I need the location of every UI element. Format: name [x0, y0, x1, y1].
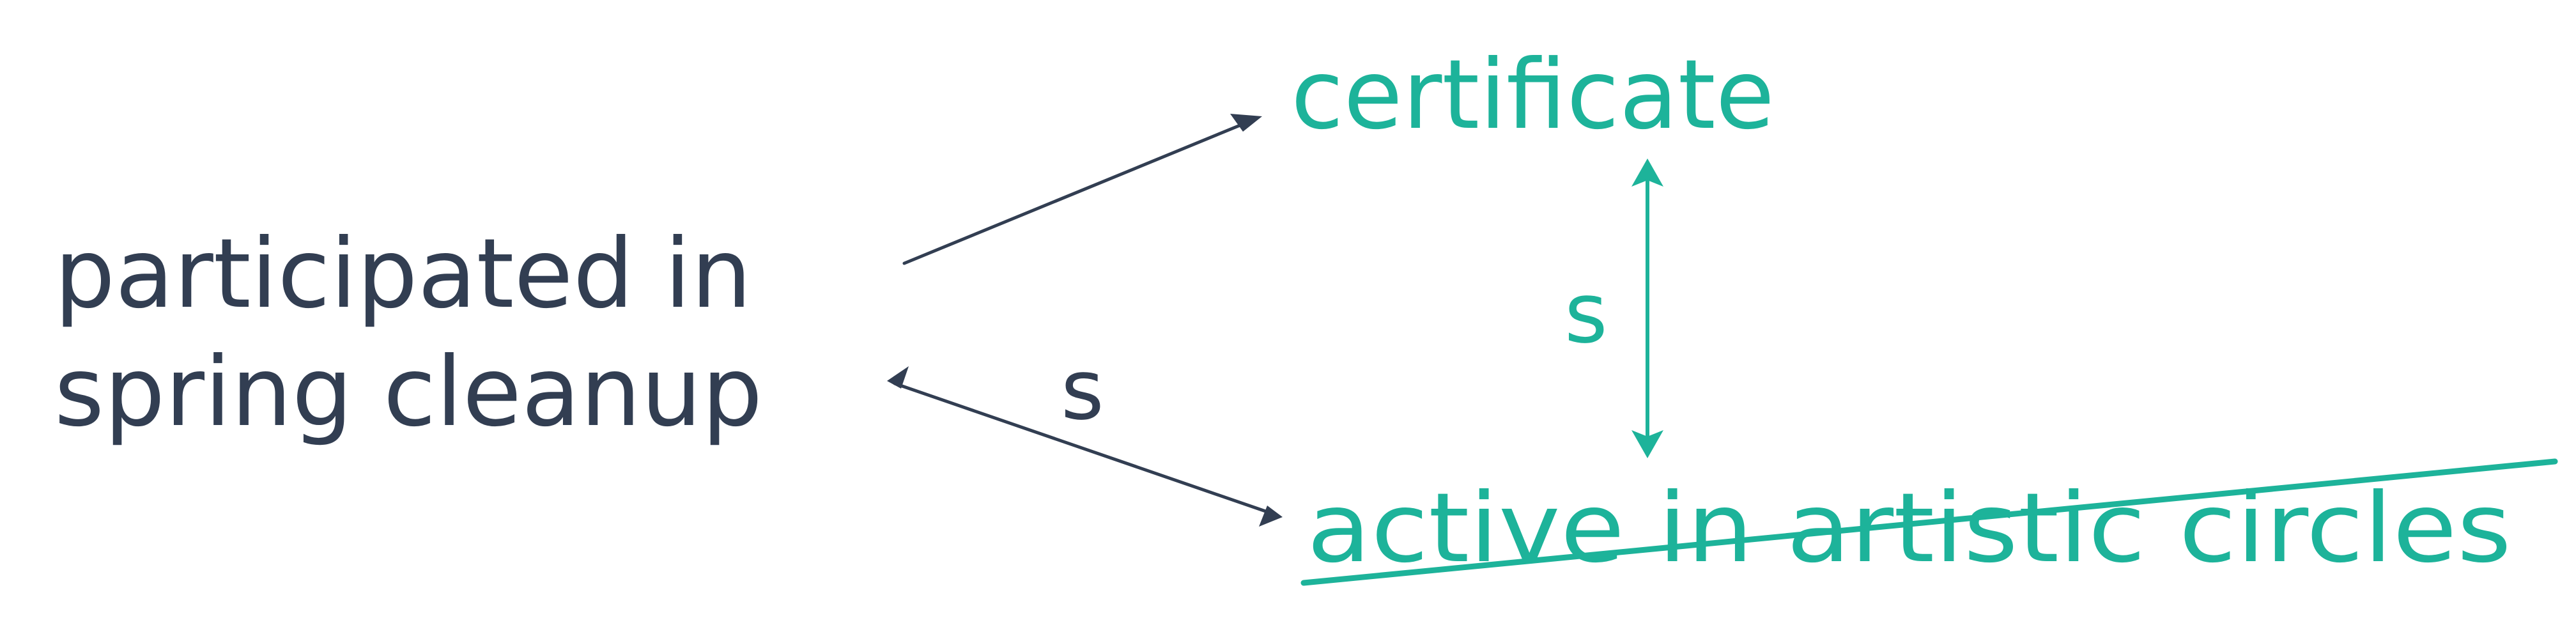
arrowhead-certificate: [1230, 114, 1262, 132]
node-certificate: certificate: [1291, 40, 1775, 151]
edge-certificate-active-label: s: [1564, 265, 1608, 362]
edge-source-to-certificate: [902, 114, 1262, 265]
strikethrough-line: [1300, 458, 2558, 586]
arrowhead-active-from-source: [1259, 506, 1283, 527]
node-active-in-artistic-circles: active in artistic circles: [1300, 458, 2558, 586]
edge-source-active-line: [893, 382, 1277, 516]
node-source-line1: participated in: [54, 219, 752, 330]
node-participated-in-spring-cleanup: participated in spring cleanup: [54, 219, 762, 448]
node-source-line2: spring cleanup: [54, 337, 762, 448]
edge-source-to-certificate-line: [902, 118, 1254, 265]
arrowhead-active-from-certificate: [1631, 430, 1663, 458]
edge-source-active: s: [887, 341, 1283, 527]
edge-certificate-active: s: [1564, 158, 1663, 458]
arrowhead-source: [887, 366, 909, 389]
node-certificate-label: certificate: [1291, 40, 1775, 151]
arrowhead-certificate-from-active: [1631, 158, 1663, 187]
edge-source-active-label: s: [1061, 341, 1104, 438]
